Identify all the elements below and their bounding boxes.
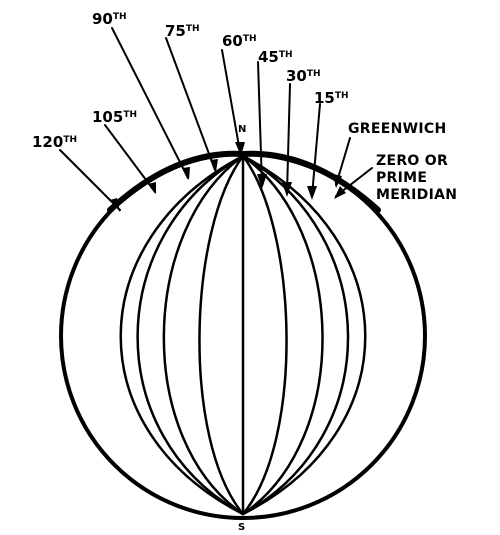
north-pole-label: N [238,124,246,135]
meridian-west-4 [119,154,245,516]
arrowhead-105 [148,182,156,194]
pointer-lines [59,27,373,211]
arrowhead-75 [210,159,218,172]
meridian-east-2 [241,154,324,516]
prime-meridian-line-2: PRIME [376,170,427,186]
label-15: 15TH [314,89,349,107]
pointer-75 [165,37,216,171]
prime-meridian-line-3: MERIDIAN [376,187,457,203]
meridian-west-3 [136,154,245,516]
arrowhead-60 [235,142,245,156]
meridian-west-2 [162,154,245,516]
arrowhead-30 [282,182,292,197]
meridian-labels: 120TH 105TH 90TH 75TH 60TH 45TH 30TH 15T… [32,10,349,151]
label-120: 120TH [32,133,77,151]
label-30: 30TH [286,67,321,85]
pointer-60 [221,49,241,153]
south-pole-label: S [238,522,245,533]
arrowhead-greenwich [333,174,342,188]
meridian-east-3 [241,154,350,516]
arrowheads [110,142,346,212]
arrowhead-prime [334,186,346,199]
pointer-105 [104,124,156,193]
meridian-east-1 [241,154,288,516]
arrowhead-15 [307,186,317,200]
label-45: 45TH [258,48,293,66]
label-60: 60TH [222,32,257,50]
label-75: 75TH [165,22,200,40]
prime-meridian-line-1: ZERO OR [376,153,448,169]
pointer-30 [286,83,291,194]
meridian-lines [119,154,367,516]
label-90: 90TH [92,10,127,28]
greenwich-label: GREENWICH [348,121,446,137]
meridian-west-1 [198,154,245,516]
arrowhead-120 [110,198,120,212]
pointer-15 [311,103,321,197]
label-105: 105TH [92,108,137,126]
pointer-90 [111,27,189,179]
arrowhead-90 [182,167,190,180]
pointer-45 [257,61,263,186]
arrowhead-45 [257,174,267,189]
meridian-east-4 [241,154,367,516]
